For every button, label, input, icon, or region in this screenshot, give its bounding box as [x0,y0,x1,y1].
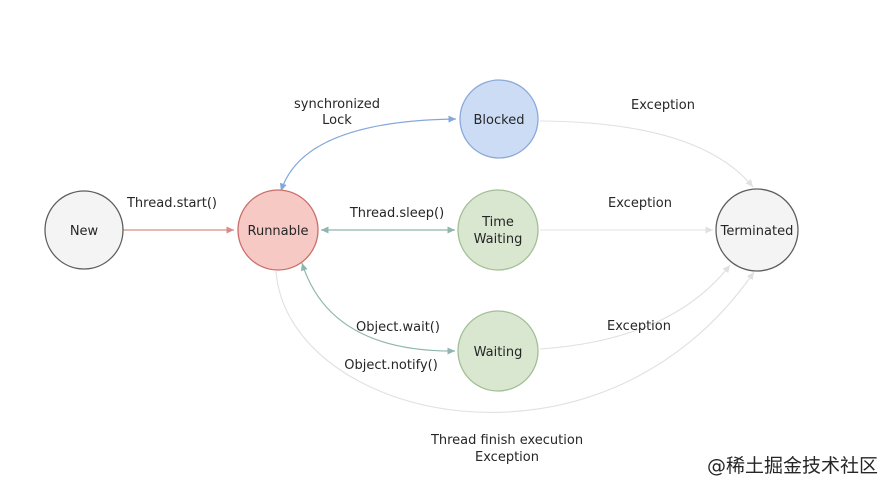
node-time-waiting-label-line2: Waiting [474,232,523,247]
label-exception-timewaiting: Exception [608,196,672,211]
node-blocked-label: Blocked [474,113,525,128]
node-blocked [459,79,539,159]
edge-waiting-to-terminated [539,264,731,350]
label-object-wait: Object.wait() [356,320,440,335]
edge-runnable-waiting [300,262,456,355]
node-new-label: New [70,224,99,239]
label-thread-finish-line1: Thread finish execution [430,433,583,448]
node-time-waiting [457,189,539,271]
node-new [44,190,124,270]
node-terminated [715,188,799,272]
label-exception-waiting: Exception [607,319,671,334]
label-object-notify: Object.notify() [344,358,438,373]
label-synchronized-lock-line1: synchronized [294,97,380,112]
edge-runnable-to-terminated [275,270,755,413]
node-waiting [457,310,539,392]
label-exception-blocked: Exception [631,98,695,113]
node-runnable-label: Runnable [248,224,309,239]
label-thread-start: Thread.start() [126,196,217,211]
node-time-waiting-label-line1: Time [481,215,514,230]
node-terminated-label: Terminated [720,224,794,239]
label-thread-sleep: Thread.sleep() [349,206,444,221]
edge-runnable-blocked [279,115,457,192]
edge-blocked-to-terminated [539,120,754,188]
label-thread-finish-line2: Exception [475,450,539,465]
node-waiting-label: Waiting [474,345,523,360]
watermark-text: @稀土掘金技术社区 [707,455,878,477]
node-runnable [237,189,319,271]
label-synchronized-lock-line2: Lock [322,113,352,128]
